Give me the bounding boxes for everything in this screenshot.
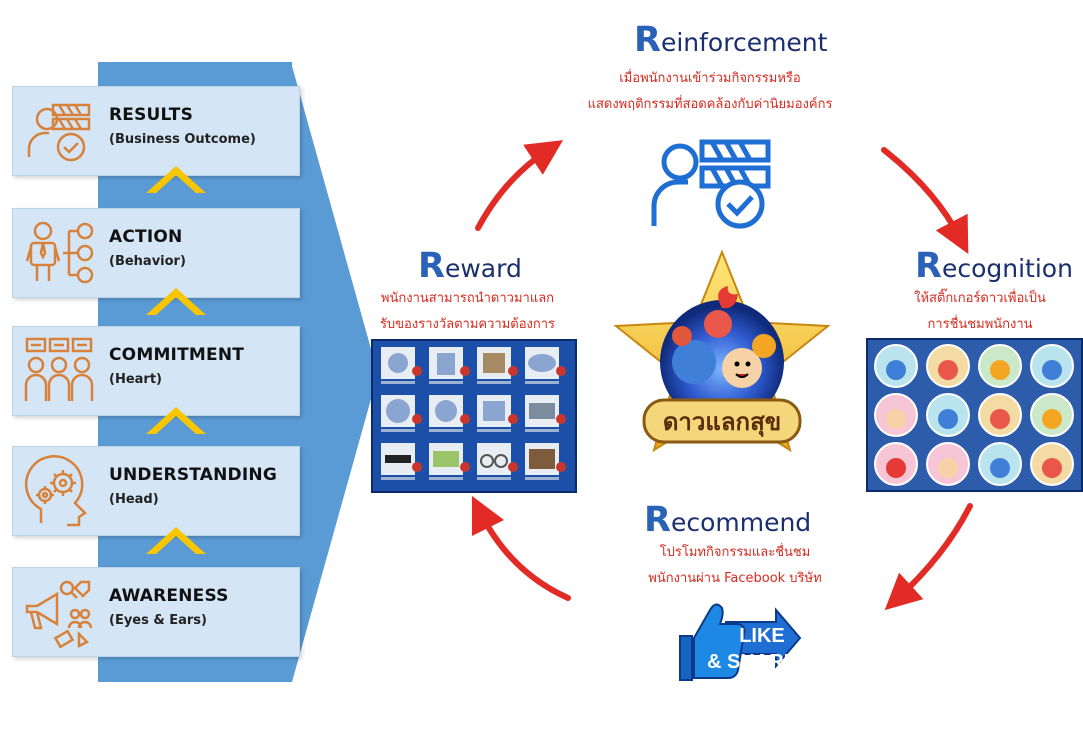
level-connectors bbox=[146, 166, 206, 554]
desc-line: การชื่นชมพนักงาน bbox=[927, 317, 1033, 332]
title-rest: einforcement bbox=[660, 28, 828, 57]
level-subtitle: (Head) bbox=[109, 492, 159, 507]
reward-catalog-image bbox=[371, 339, 577, 493]
share-text: & SHARE bbox=[707, 651, 797, 673]
person-checkmark-icon bbox=[651, 139, 771, 229]
level-title: COMMITMENT bbox=[109, 345, 245, 365]
person-actions-icon bbox=[25, 221, 94, 284]
level-title: UNDERSTANDING bbox=[109, 465, 277, 485]
recognition-description: ให้สติ๊กเกอร์ดาวเพื่อเป็น การชื่นชมพนักง… bbox=[880, 286, 1080, 338]
level-subtitle: (Business Outcome) bbox=[109, 132, 256, 147]
reinforcement-description: เมื่อพนักงานเข้าร่วมกิจกรรมหรือ แสดงพฤติ… bbox=[540, 66, 880, 118]
person-checkmark-icon bbox=[27, 103, 91, 162]
desc-line: โปรโมทกิจกรรมและชื่นชม bbox=[659, 545, 811, 560]
chevron-up-icon bbox=[146, 407, 206, 434]
logo-text: ดาวแลกสุข bbox=[663, 408, 781, 438]
arrow-recognition-to-recommend bbox=[884, 503, 973, 611]
level-title: AWARENESS bbox=[109, 586, 229, 606]
level-subtitle: (Behavior) bbox=[109, 254, 186, 269]
megaphone-icon bbox=[25, 580, 93, 648]
level-understanding: UNDERSTANDING (Head) bbox=[12, 446, 300, 536]
chevron-up-icon bbox=[146, 166, 206, 193]
level-subtitle: (Heart) bbox=[109, 372, 162, 387]
desc-line: แสดงพฤติกรรมที่สอดคล้องกับค่านิยมองค์กร bbox=[587, 97, 833, 112]
arrow-reward-to-reinforcement bbox=[475, 140, 564, 231]
level-title: ACTION bbox=[109, 227, 183, 247]
level-subtitle: (Eyes & Ears) bbox=[109, 613, 207, 628]
head-gears-icon bbox=[24, 455, 87, 527]
like-share-badge: LIKE & SHARE bbox=[679, 603, 802, 681]
title-rest: ecommend bbox=[670, 508, 812, 537]
level-results: RESULTS (Business Outcome) bbox=[12, 86, 300, 176]
title-initial: R bbox=[418, 246, 445, 286]
desc-line: พนักงานผ่าน Facebook บริษัท bbox=[648, 571, 822, 586]
chevron-up-icon bbox=[146, 527, 206, 554]
title-initial: R bbox=[915, 246, 942, 286]
level-awareness: AWARENESS (Eyes & Ears) bbox=[12, 567, 300, 657]
title-rest: eward bbox=[444, 254, 522, 283]
desc-line: พนักงานสามารถนำดาวมาแลก bbox=[380, 291, 555, 306]
sticker-grid bbox=[868, 340, 1081, 490]
level-action: ACTION (Behavior) bbox=[12, 208, 300, 298]
like-text: LIKE bbox=[739, 625, 785, 647]
sticker-sheet-image bbox=[866, 338, 1083, 492]
desc-line: ให้สติ๊กเกอร์ดาวเพื่อเป็น bbox=[914, 291, 1046, 306]
center-logo: ดาวแลกสุข bbox=[613, 250, 831, 453]
chevron-up-icon bbox=[146, 288, 206, 315]
title-initial: R bbox=[634, 20, 661, 60]
title-initial: R bbox=[644, 500, 671, 540]
reinforcement-title: Reinforcement bbox=[634, 20, 827, 60]
recommend-description: โปรโมทกิจกรรมและชื่นชม พนักงานผ่าน Faceb… bbox=[610, 540, 860, 592]
title-rest: ecognition bbox=[941, 254, 1073, 283]
level-title: RESULTS bbox=[109, 105, 194, 125]
reward-title: Reward bbox=[418, 246, 522, 286]
recognition-title: Recognition bbox=[915, 246, 1073, 286]
arrow-reinforcement-to-recognition bbox=[881, 147, 969, 254]
reward-catalog-grid bbox=[373, 341, 575, 491]
level-commitment: COMMITMENT (Heart) bbox=[12, 326, 300, 416]
recommend-title: Recommend bbox=[644, 500, 811, 540]
desc-line: เมื่อพนักงานเข้าร่วมกิจกรรมหรือ bbox=[619, 71, 801, 86]
desc-line: รับของรางวัลตามความต้องการ bbox=[379, 317, 556, 332]
cartoon-characters bbox=[672, 286, 776, 388]
reward-description: พนักงานสามารถนำดาวมาแลก รับของรางวัลตามค… bbox=[355, 286, 580, 338]
group-chat-icon bbox=[24, 337, 94, 401]
arrow-recommend-to-reward bbox=[471, 495, 571, 601]
thumbs-up-icon bbox=[679, 603, 746, 681]
